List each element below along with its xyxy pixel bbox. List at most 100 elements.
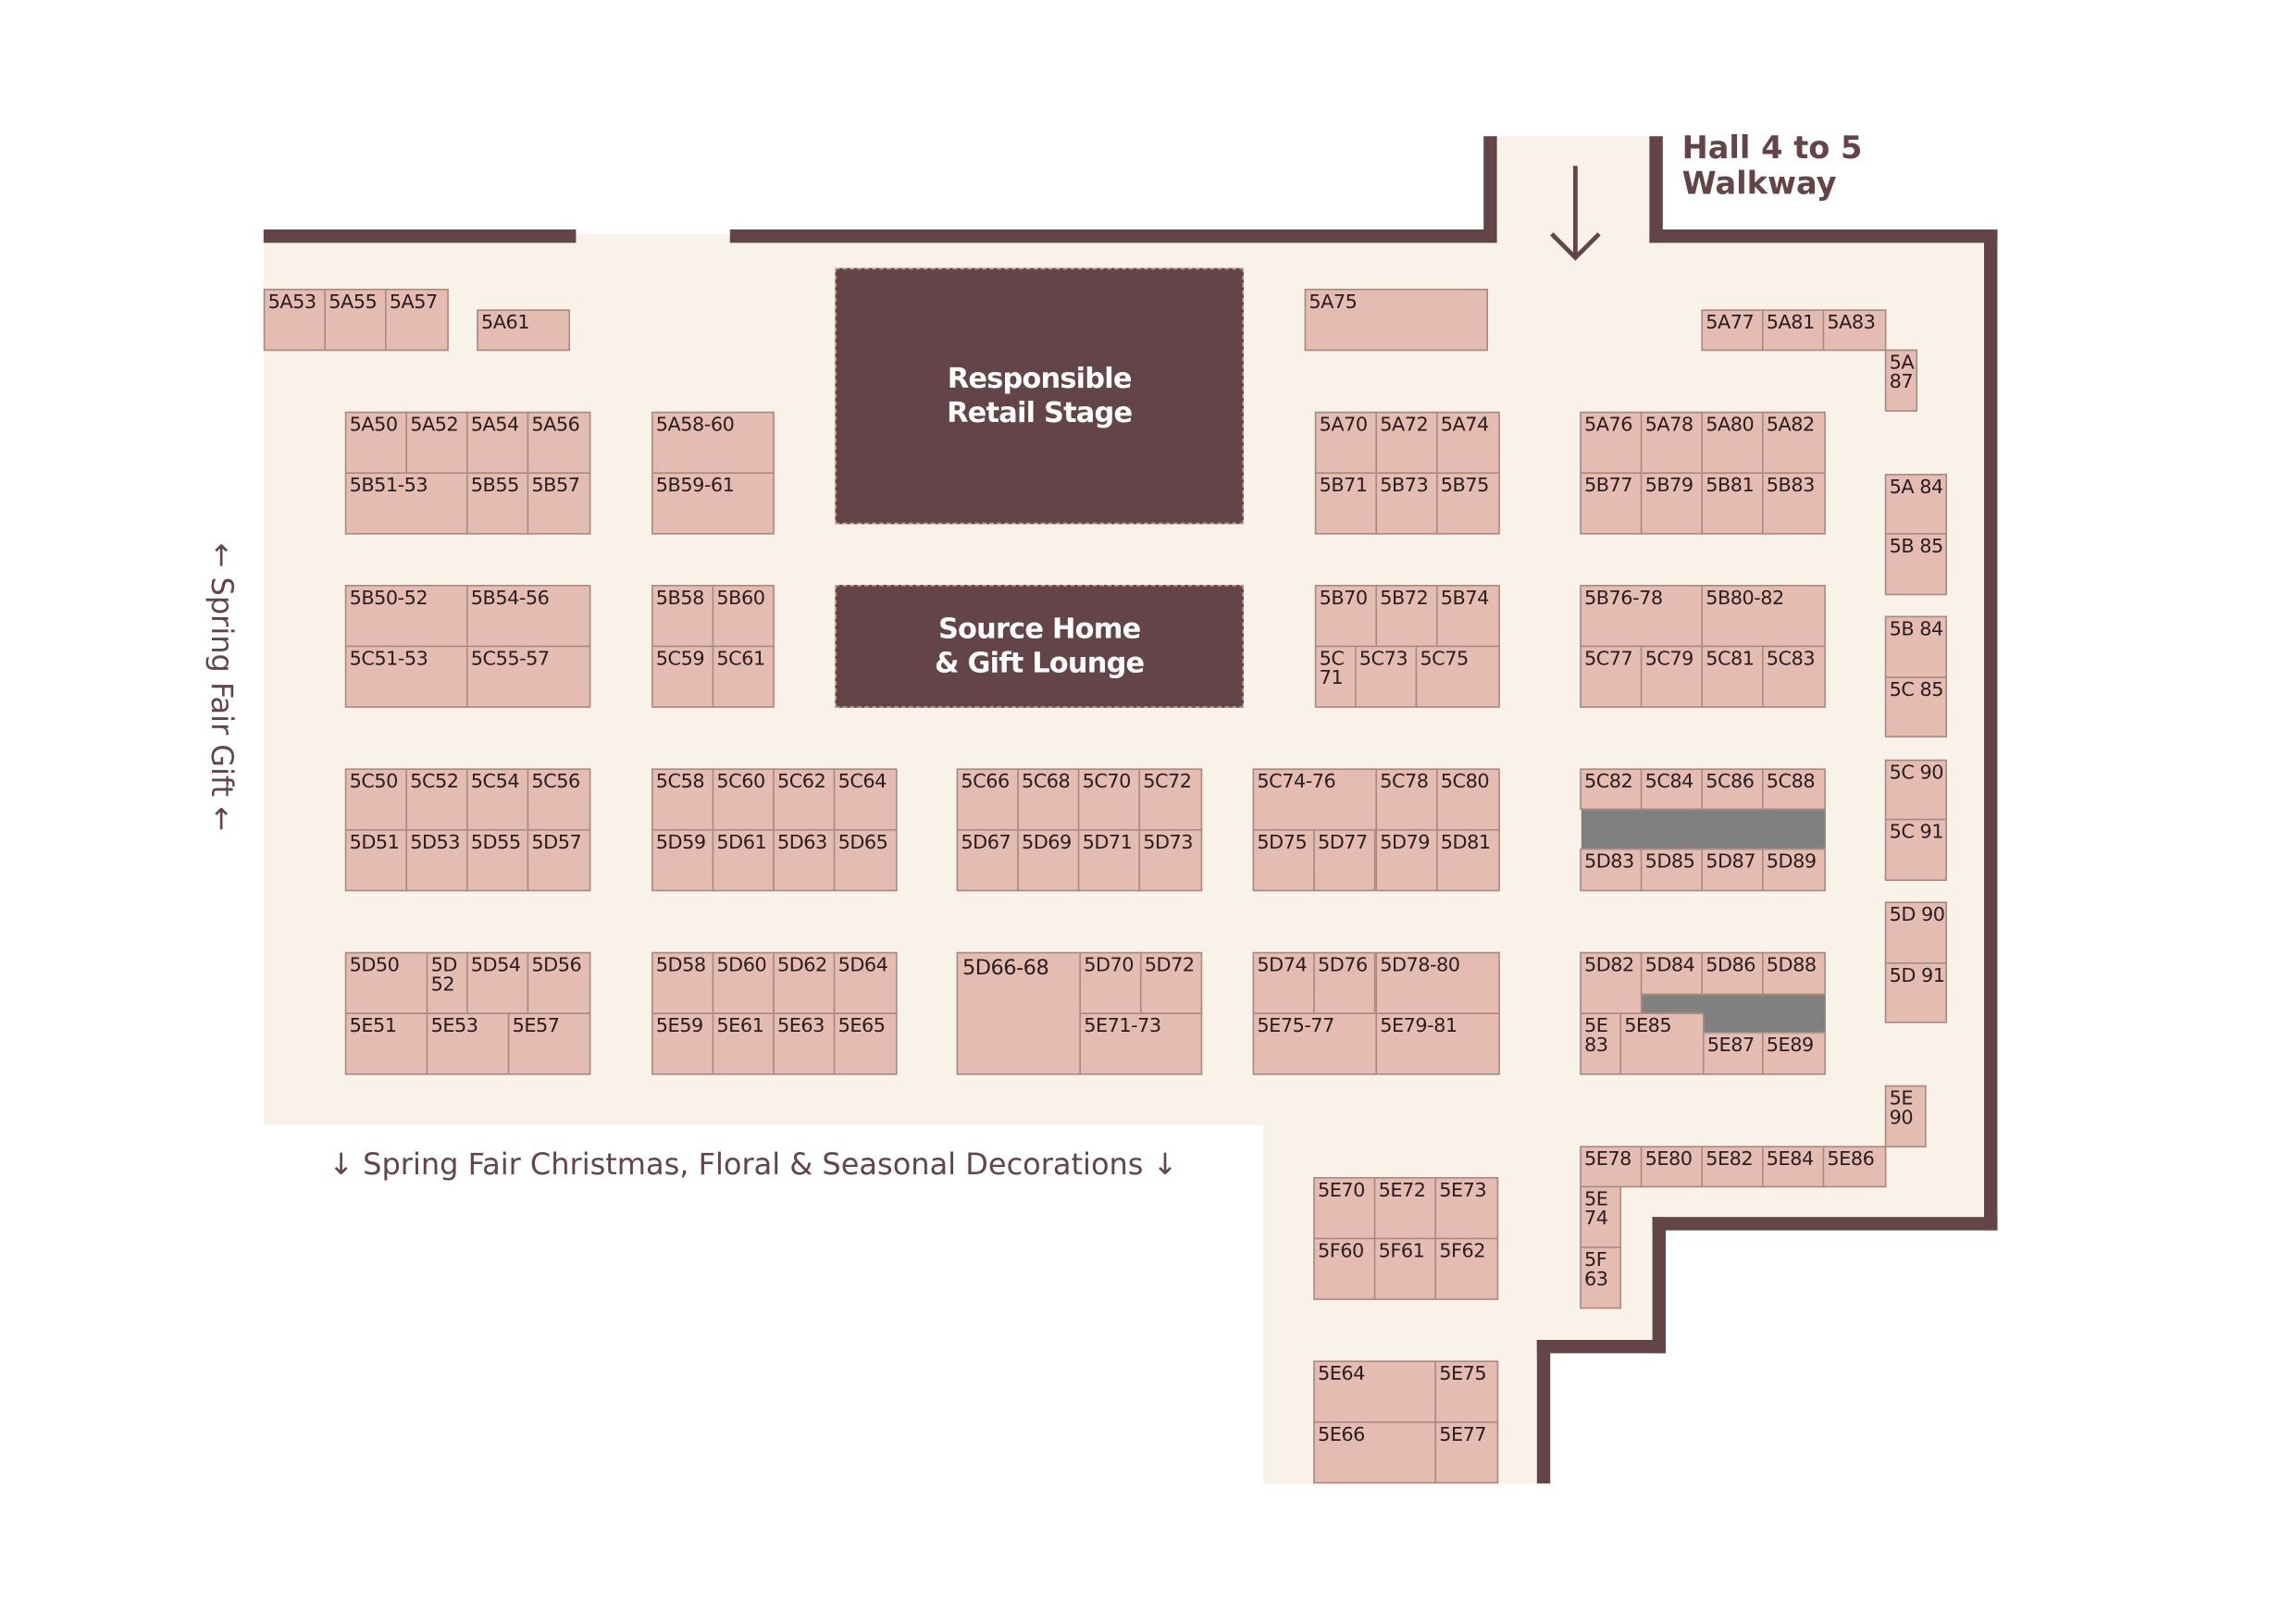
booth[interactable]: 5C74-76 — [1252, 768, 1377, 831]
booth[interactable]: 5D83 — [1580, 848, 1643, 892]
booth[interactable]: 5E 90 — [1884, 1085, 1927, 1147]
booth[interactable]: 5E71-73 — [1079, 1012, 1203, 1075]
booth[interactable]: 5C59 — [651, 645, 714, 708]
booth[interactable]: 5C52 — [405, 768, 468, 831]
booth[interactable]: 5E75 — [1434, 1360, 1499, 1423]
booth[interactable]: 5C56 — [527, 768, 591, 831]
booth[interactable]: 5C58 — [651, 768, 714, 831]
booth[interactable]: 5A 87 — [1884, 349, 1917, 412]
booth[interactable]: 5C79 — [1640, 645, 1703, 708]
booth[interactable]: 5C64 — [833, 768, 898, 831]
booth[interactable]: 5A57 — [385, 289, 449, 352]
booth[interactable]: 5B70 — [1314, 585, 1377, 648]
booth[interactable]: 5E73 — [1434, 1177, 1499, 1240]
booth[interactable]: 5D86 — [1701, 951, 1764, 996]
booth[interactable]: 5E61 — [712, 1012, 775, 1075]
booth[interactable]: 5B 85 — [1884, 533, 1947, 596]
booth[interactable]: 5A56 — [527, 411, 591, 474]
booth[interactable]: 5D87 — [1701, 848, 1764, 892]
booth[interactable]: 5A76 — [1580, 411, 1643, 474]
booth[interactable]: 5D 52 — [426, 951, 468, 1014]
booth[interactable]: 5A50 — [344, 411, 407, 474]
booth[interactable]: 5E86 — [1822, 1146, 1887, 1188]
booth[interactable]: 5A81 — [1762, 309, 1825, 352]
booth[interactable]: 5B55 — [466, 472, 529, 535]
booth[interactable]: 5E51 — [344, 1012, 428, 1075]
booth[interactable]: 5E57 — [507, 1012, 591, 1075]
booth[interactable]: 5E82 — [1701, 1146, 1764, 1188]
booth[interactable]: 5F61 — [1373, 1237, 1436, 1300]
booth[interactable]: 5D 91 — [1884, 962, 1947, 1023]
booth[interactable]: 5E65 — [833, 1012, 898, 1075]
booth[interactable]: 5D51 — [344, 829, 407, 892]
booth[interactable]: 5C60 — [712, 768, 775, 831]
booth[interactable]: 5D76 — [1313, 951, 1376, 1014]
booth[interactable]: 5E85 — [1619, 1012, 1705, 1075]
booth[interactable]: 5E72 — [1373, 1177, 1436, 1240]
booth[interactable]: 5D84 — [1640, 951, 1703, 996]
booth[interactable]: 5C50 — [344, 768, 407, 831]
booth[interactable]: 5A77 — [1701, 309, 1764, 352]
booth[interactable]: 5A61 — [477, 309, 570, 352]
booth[interactable]: 5D65 — [833, 829, 898, 892]
booth[interactable]: 5E79-81 — [1375, 1012, 1500, 1075]
booth[interactable]: 5C51-53 — [344, 645, 468, 708]
booth[interactable]: 5D71 — [1077, 829, 1140, 892]
booth[interactable]: 5B58 — [651, 585, 714, 648]
booth[interactable]: 5D75 — [1252, 829, 1315, 892]
booth[interactable]: 5C81 — [1701, 645, 1764, 708]
booth[interactable]: 5F60 — [1313, 1237, 1376, 1300]
booth[interactable]: 5C 71 — [1314, 645, 1357, 708]
booth[interactable]: 5C84 — [1640, 768, 1703, 811]
booth[interactable]: 5A80 — [1701, 411, 1764, 474]
booth[interactable]: 5C77 — [1580, 645, 1643, 708]
booth[interactable]: 5D56 — [527, 951, 591, 1014]
booth[interactable]: 5A75 — [1304, 289, 1488, 352]
responsible-retail-stage[interactable]: Responsible Retail Stage — [835, 267, 1244, 525]
booth[interactable]: 5C80 — [1436, 768, 1500, 831]
booth[interactable]: 5C66 — [956, 768, 1019, 831]
booth[interactable]: 5B83 — [1762, 472, 1826, 535]
booth[interactable]: 5C 85 — [1884, 676, 1947, 738]
booth[interactable]: 5D66-68 — [956, 951, 1081, 1075]
booth[interactable]: 5D60 — [712, 951, 775, 1014]
booth[interactable]: 5B71 — [1314, 472, 1377, 535]
booth[interactable]: 5B51-53 — [344, 472, 468, 535]
booth[interactable]: 5D58 — [651, 951, 714, 1014]
booth[interactable]: 5D 90 — [1884, 901, 1947, 964]
booth[interactable]: 5C54 — [466, 768, 529, 831]
booth[interactable]: 5E66 — [1313, 1421, 1436, 1484]
booth[interactable]: 5C83 — [1762, 645, 1826, 708]
booth[interactable]: 5C68 — [1017, 768, 1080, 831]
booth[interactable]: 5A55 — [324, 289, 387, 352]
booth[interactable]: 5C70 — [1077, 768, 1140, 831]
booth[interactable]: 5C61 — [712, 645, 775, 708]
booth[interactable]: 5C88 — [1762, 768, 1826, 811]
booth[interactable]: 5E75-77 — [1252, 1012, 1377, 1075]
booth[interactable]: 5B59-61 — [651, 472, 775, 535]
booth[interactable]: 5C 91 — [1884, 818, 1947, 881]
booth[interactable]: 5D89 — [1762, 848, 1826, 892]
booth[interactable]: 5E70 — [1313, 1177, 1376, 1240]
booth[interactable]: 5E89 — [1762, 1032, 1826, 1075]
booth[interactable]: 5D69 — [1017, 829, 1080, 892]
booth[interactable]: 5D63 — [773, 829, 836, 892]
booth[interactable]: 5D53 — [405, 829, 468, 892]
booth[interactable]: 5B80-82 — [1701, 585, 1826, 648]
booth[interactable]: 5F62 — [1434, 1237, 1499, 1300]
booth[interactable]: 5D61 — [712, 829, 775, 892]
booth[interactable]: 5C55-57 — [466, 645, 591, 708]
booth[interactable]: 5E87 — [1703, 1032, 1764, 1075]
booth[interactable]: 5D72 — [1140, 951, 1203, 1014]
booth[interactable]: 5D54 — [466, 951, 529, 1014]
booth[interactable]: 5B79 — [1640, 472, 1703, 535]
source-home-gift-lounge[interactable]: Source Home & Gift Lounge — [835, 585, 1244, 708]
booth[interactable]: 5A74 — [1436, 411, 1500, 474]
booth[interactable]: 5E80 — [1640, 1146, 1703, 1188]
booth[interactable]: 5B73 — [1375, 472, 1438, 535]
booth[interactable]: 5B54-56 — [466, 585, 591, 648]
booth[interactable]: 5E53 — [426, 1012, 510, 1075]
booth[interactable]: 5E63 — [773, 1012, 836, 1075]
booth[interactable]: 5E64 — [1313, 1360, 1436, 1423]
booth[interactable]: 5C73 — [1355, 645, 1418, 708]
